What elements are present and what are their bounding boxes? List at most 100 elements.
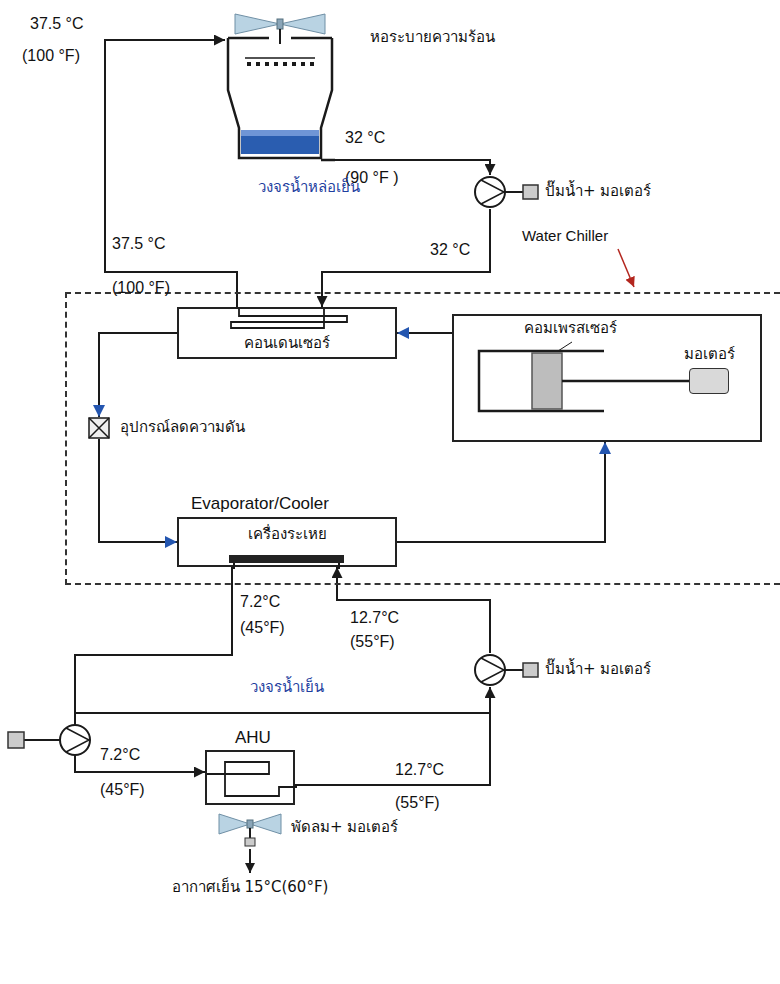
cooling-tower-art [225, 10, 335, 165]
fan-blade [250, 814, 281, 834]
node-label: Water Chiller [522, 227, 608, 246]
pipe-connector [99, 333, 177, 417]
motor-symbol [523, 185, 538, 199]
evaporator-coil [229, 555, 344, 563]
temperature-label: (100 °F) [112, 278, 170, 297]
condenser-coil [231, 309, 347, 328]
pipe-connector [295, 687, 490, 785]
pump-symbol [481, 180, 504, 204]
cooling-tower: หอระบายความร้อน [225, 10, 335, 165]
pump-shaft [24, 739, 60, 741]
temperature-label: 7.2°C [100, 745, 140, 764]
pipe-connector [337, 567, 490, 653]
node-body-label: เครื่องระเหย [248, 525, 327, 544]
spray-nozzle [301, 62, 305, 66]
pump-symbol [60, 725, 90, 755]
pipe-connector [397, 332, 452, 334]
temperature-label: (55°F) [350, 632, 395, 651]
motor-symbol [523, 663, 538, 677]
expansion-valve: อุปกรณ์ลดความดัน [88, 417, 110, 439]
water-surface [241, 130, 319, 136]
fan-hub [277, 19, 283, 29]
node-label: ปั๊มน้ำ+ มอเตอร์ [545, 660, 651, 679]
expansion-valve-art [88, 417, 110, 439]
pump-symbol [475, 177, 505, 207]
pump-symbol [475, 655, 505, 685]
node-label: ปั๊มน้ำ+ มอเตอร์ [545, 182, 651, 201]
node-label: อุปกรณ์ลดความดัน [120, 418, 245, 437]
temperature-label: 12.7°C [395, 760, 444, 779]
spray-nozzle [292, 62, 296, 66]
temperature-label: (45°F) [240, 618, 285, 637]
motor-box: มอเตอร์ [689, 368, 729, 394]
piston-rod [562, 380, 689, 383]
fan-blade [235, 14, 280, 34]
pump-shaft [505, 669, 523, 671]
temperature-label: 7.2°C [240, 592, 280, 611]
water-pump-art [473, 175, 507, 209]
coil-stub [234, 563, 339, 569]
pipe-connector [99, 439, 177, 542]
pipe-connector [75, 567, 232, 772]
spray-header [245, 57, 315, 59]
circuit-label: อากาศเย็น 15°C(60°F) [172, 878, 329, 896]
pipe-connector [105, 40, 237, 307]
ahu-coil [207, 762, 297, 796]
chiller-boundary: Water Chillerคอนเดนเซอร์คอมเพรสเซอร์มอเต… [65, 292, 780, 585]
temperature-label: 32 °C [430, 240, 470, 259]
pipe-connector [397, 442, 605, 542]
node-label: มอเตอร์ [684, 345, 735, 364]
ahu-box-art [207, 752, 297, 807]
spray-nozzle [274, 62, 278, 66]
condenser-box: คอนเดนเซอร์ [177, 307, 397, 359]
temperature-label: 37.5 °C [30, 14, 84, 33]
spray-nozzle [283, 62, 287, 66]
circuit-label: วงจรน้ำเย็น [250, 678, 324, 696]
fan-symbol: พัดลม+ มอเตอร์ [215, 812, 285, 846]
air-arrow [249, 849, 251, 873]
node-label: คอนเดนเซอร์ [244, 334, 330, 353]
node-label: Evaporator/Cooler [191, 493, 329, 514]
temperature-label: 12.7°C [350, 608, 399, 627]
compressor-box: คอมเพรสเซอร์มอเตอร์ [452, 314, 762, 442]
ahu-box: AHU [205, 750, 295, 805]
temperature-label: (100 °F) [22, 46, 80, 65]
valve-body [89, 418, 109, 438]
bypass-pipe [75, 712, 490, 714]
fan-symbol-art [215, 812, 285, 846]
water-basin [241, 130, 319, 154]
water-pump: ปั๊มน้ำ+ มอเตอร์ [473, 653, 507, 687]
water-pump: ปั๊มน้ำ+ มอเตอร์ [473, 175, 507, 209]
node-label: คอมเพรสเซอร์ [524, 319, 617, 338]
fan-hub [247, 820, 253, 828]
piston [532, 353, 562, 409]
fan-shaft [279, 29, 281, 44]
temperature-label: (55°F) [395, 793, 440, 812]
temperature-label: (45°F) [100, 780, 145, 799]
spray-nozzle [310, 62, 314, 66]
pump-symbol [66, 728, 89, 752]
motor-symbol [8, 732, 24, 748]
node-label: AHU [235, 727, 271, 748]
node-label: หอระบายความร้อน [370, 28, 495, 47]
fan-blade [219, 814, 250, 834]
fan-blade [280, 14, 325, 34]
spray-nozzle [265, 62, 269, 66]
temperature-label: 37.5 °C [112, 234, 166, 253]
pump-shaft [505, 191, 523, 193]
leader-arrow [618, 249, 634, 287]
valve-cross [89, 418, 109, 438]
fan-shaft [249, 828, 251, 838]
spray-nozzle [256, 62, 260, 66]
node-label: พัดลม+ มอเตอร์ [291, 818, 398, 837]
tower-casing [228, 38, 335, 160]
leader-line [558, 342, 572, 351]
water-pump-art [473, 653, 507, 687]
spray-nozzle [247, 62, 251, 66]
motor-box-art [690, 369, 730, 395]
evaporator-box: Evaporator/Coolerเครื่องระเหย [177, 517, 397, 567]
temperature-label: 32 °C [345, 128, 385, 147]
